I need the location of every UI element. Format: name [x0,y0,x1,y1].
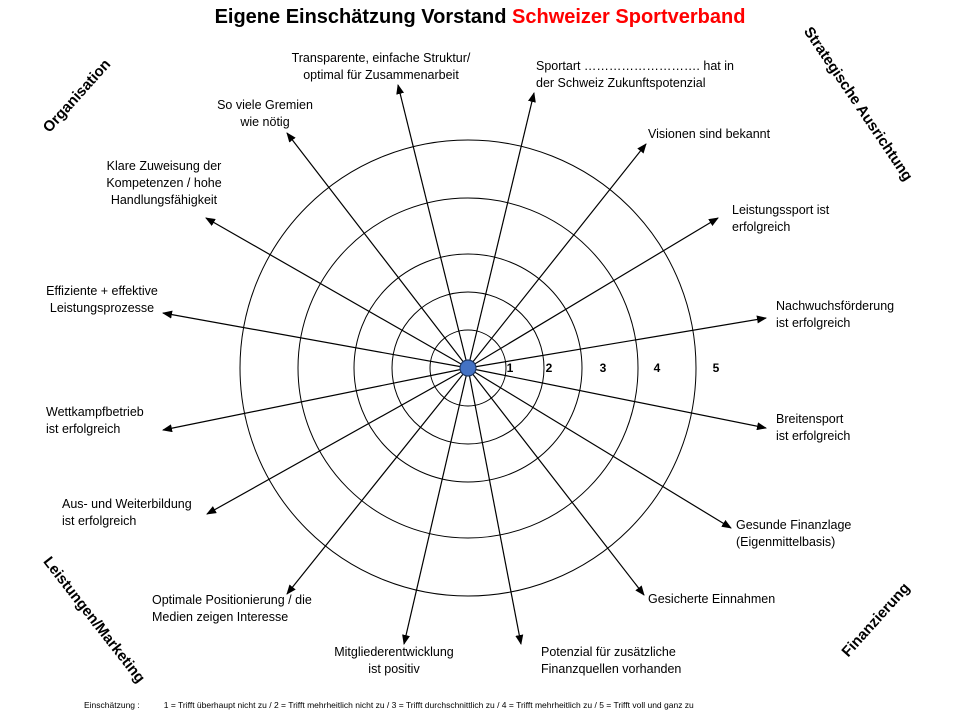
scale-number-3: 3 [600,361,607,375]
spoke-arrow-transparente-struktur [396,84,469,369]
spoke-arrow-klare-zuweisung [205,217,469,369]
scale-number-1: 1 [507,361,514,375]
spoke-arrow-nachwuchsfoerderung [467,315,767,369]
ring-1 [429,329,507,407]
spoke-arrow-visionen [467,143,647,369]
spoke-arrow-gesicherte-einnahmen [467,367,645,596]
spoke-arrow-optimale-positionierung [286,367,469,595]
label-gesunde-finanzlage: Gesunde Finanzlage(Eigenmittelbasis) [736,518,852,549]
ring-3 [353,253,583,483]
spoke-arrow-wettkampfbetrieb [162,367,469,433]
scale-number-4: 4 [654,361,661,375]
spoke-arrow-breitensport [467,367,767,431]
label-gesicherte-einnahmen: Gesicherte Einnahmen [648,592,776,606]
spoke-lines [162,84,767,645]
spoke-arrow-potenzial-finanzquellen [467,367,524,645]
rating-legend-text: 1 = Trifft überhaupt nicht zu / 2 = Trif… [163,700,694,710]
label-visionen: Visionen sind bekannt [648,127,771,141]
center-dot [459,359,477,377]
ring-2 [391,291,545,445]
title-main: Eigene Einschätzung Vorstand [214,6,513,28]
spoke-arrow-gremien [286,132,469,369]
spoke-arrow-aus-weiterbildung [206,367,469,515]
spoke-arrow-effiziente-prozesse [162,310,469,369]
scale-number-2: 2 [546,361,553,375]
scale-number-5: 5 [713,361,720,375]
spoke-arrow-sportart-potenzial [467,92,536,369]
rating-legend-label: Einschätzung : [84,700,140,710]
spoke-arrow-gesunde-finanzlage [467,367,732,529]
spoke-arrow-mitgliederentwicklung [402,367,469,645]
scale-numbers: 1 2 3 4 5 [507,361,720,375]
rings [239,139,697,597]
label-transparente-struktur: Transparente, einfache Struktur/optimal … [291,51,471,82]
page-title: Eigene Einschätzung Vorstand Schweizer S… [0,6,960,29]
title-accent: Schweizer Sportverband [512,6,746,28]
ring-5 [239,139,697,597]
spoke-arrow-leistungssport [467,217,719,369]
ring-4 [297,197,639,539]
rating-legend: Einschätzung : 1 = Trifft überhaupt nicht… [84,700,694,710]
